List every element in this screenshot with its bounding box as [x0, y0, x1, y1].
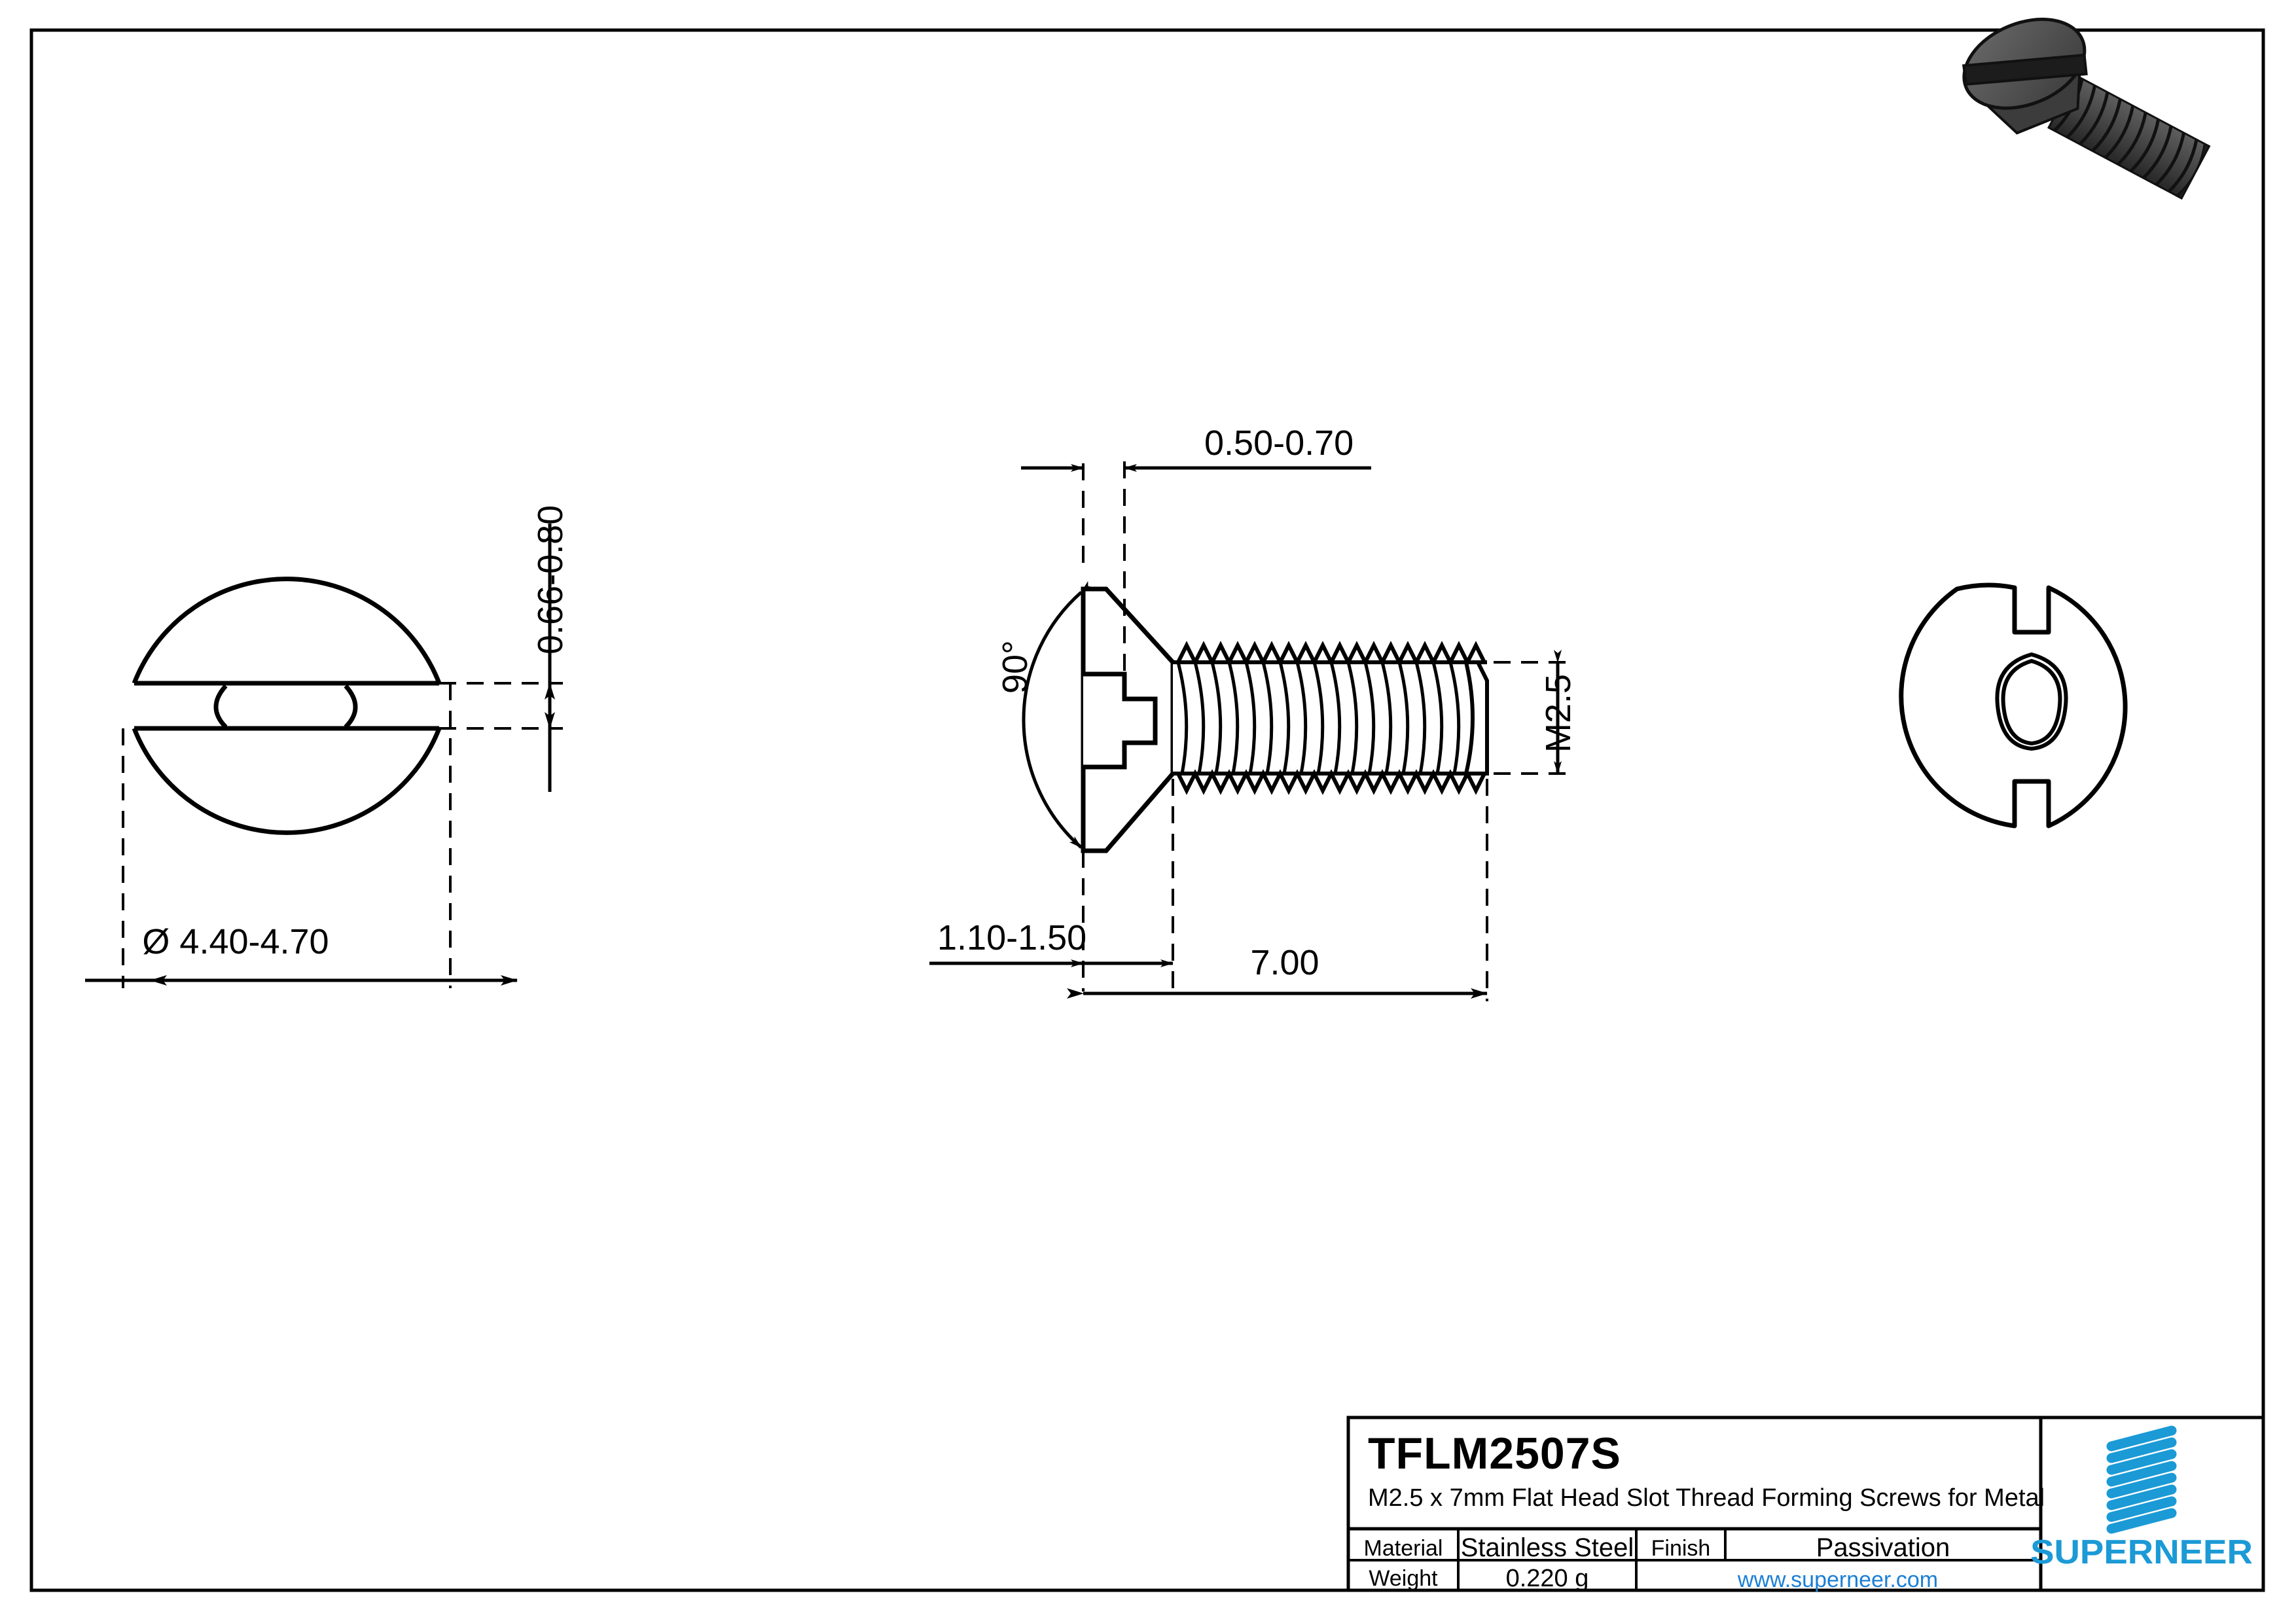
dim-head-height: 1.10-1.50: [937, 918, 1087, 957]
sheet-border: [29, 28, 2265, 1592]
dim-head-diameter: Ø 4.40-4.70: [142, 922, 329, 961]
finish-value: Passivation: [1816, 1533, 1950, 1562]
side-section-view: [929, 458, 1571, 1001]
finish-label: Finish: [1651, 1536, 1711, 1561]
dim-thread-size: M2.5: [1539, 673, 1578, 753]
weight-label: Weight: [1369, 1566, 1438, 1591]
dim-slot-depth: 0.66-0.80: [531, 505, 570, 654]
material-label: Material: [1363, 1536, 1443, 1561]
superneer-logo-text: SUPERNEER: [2030, 1533, 2253, 1571]
iso-3d-render: [1962, 18, 2211, 200]
website-link[interactable]: www.superneer.com: [1737, 1567, 1939, 1592]
part-number: TFLM2507S: [1368, 1429, 1621, 1478]
dim-thread-length: 7.00: [1250, 943, 1319, 982]
dim-slot-width: 0.50-0.70: [1204, 423, 1354, 463]
head-end-view: [85, 524, 563, 988]
point-end-view: [1899, 582, 2128, 829]
superneer-logo-mark: [2106, 1425, 2177, 1534]
material-value: Stainless Steel: [1460, 1533, 1634, 1562]
weight-value: 0.220 g: [1505, 1565, 1589, 1592]
part-description: M2.5 x 7mm Flat Head Slot Thread Forming…: [1368, 1484, 2045, 1512]
dim-countersink-angle: 90°: [996, 640, 1035, 694]
